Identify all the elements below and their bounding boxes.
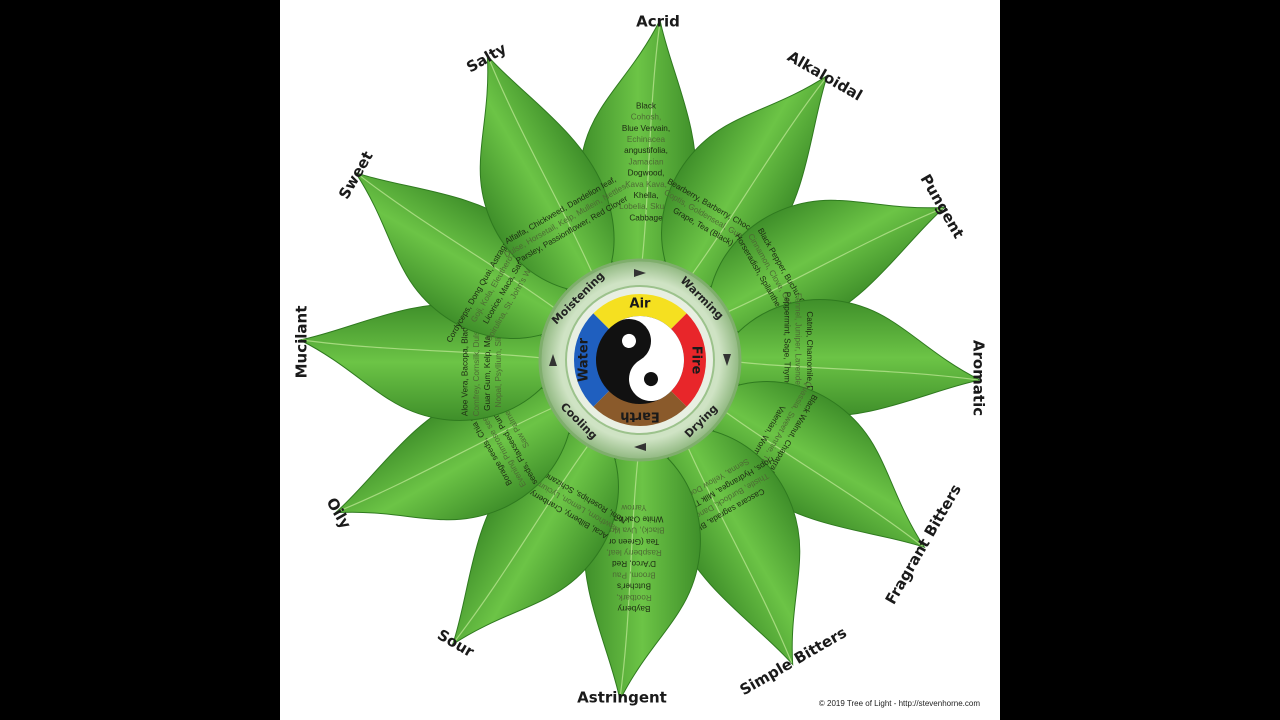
element-label-earth: Earth: [620, 409, 660, 424]
herb-line: Lobelia, Skunk: [619, 202, 674, 211]
leaf-vein-pungent: [709, 207, 943, 321]
taste-label-aromatic: Aromatic: [970, 340, 988, 416]
herb-list-mucilant: Aloe Vera, Bacopa, Bladderwrack,Comfrey,…: [461, 292, 504, 417]
herb-line: Comfrey, Cornsilk, Dulse, Fritillary,: [472, 292, 481, 417]
herb-list-astringent: Bayberry Rootbark, Butcher's Broom, Pau D'Ar…: [604, 503, 665, 613]
herb-line: White Oak bark,: [605, 514, 664, 523]
herb-line: Rootbark,: [616, 593, 652, 602]
herb-line: Tea (Green or: [608, 537, 659, 546]
taste-label-acrid: Acrid: [636, 13, 680, 31]
herb-line: Black: [636, 101, 657, 110]
herb-line: Kava Kava,: [625, 180, 667, 189]
herb-line: Cohosh,: [631, 113, 662, 122]
leaf-vein-fragrant-bitters: [708, 399, 924, 547]
petal-oily: Borage seeds, Chia seeds,Evening Primros…: [334, 376, 573, 521]
leaf-vein-sweet: [356, 173, 572, 321]
yin-yang-icon: [596, 316, 684, 404]
herb-line: Yarrow: [621, 503, 646, 512]
herb-line: Raspberry leaf,: [606, 548, 662, 557]
leaf-vein-salty: [487, 57, 601, 291]
leaf-vein-aromatic: [719, 359, 979, 381]
herb-line: D'Arco, Red: [612, 559, 656, 568]
copyright-notice: © 2019 Tree of Light - http://stevenhorn…: [819, 699, 980, 708]
leaf-vein-acrid: [639, 21, 661, 281]
herb-line: Jamacian: [628, 157, 663, 166]
ring-arrow-icon: [549, 354, 557, 366]
petal-salty: Alfalfa, Chickweed, Dandelion leaf,Dulse…: [479, 54, 630, 293]
leaf-vein-sour: [453, 428, 601, 644]
leaf-vein-alkaloidal: [679, 76, 827, 292]
element-label-fire: Fire: [689, 346, 704, 375]
herb-line: angustifolia,: [624, 146, 668, 155]
herb-line: Aloe Vera, Bacopa, Bladderwrack,: [461, 292, 470, 416]
ring-arrow-icon: [723, 354, 731, 366]
element-label-water: Water: [577, 337, 592, 382]
leaf-vein-astringent: [619, 439, 641, 699]
herb-line: Blue Vervain,: [622, 124, 670, 133]
herb-line: Broom, Pau: [612, 570, 656, 579]
ring-arrow-icon: [634, 443, 646, 451]
ring-arrow-icon: [634, 269, 646, 277]
taste-label-simple-bitters: Simple Bitters: [737, 623, 850, 699]
herb-line: Catnip, Chamomile, Damiana,: [805, 311, 814, 420]
herb-line: Black), Uva Ursi,: [604, 526, 665, 535]
herb-list-aromatic: Catnip, Chamomile, Damiana,Fennel, Junip…: [782, 292, 813, 441]
herb-line: Bayberry: [617, 604, 651, 613]
herb-line: Butcher's: [617, 582, 651, 591]
taste-label-pungent: Pungent: [917, 171, 968, 242]
herb-line: Peppermint, Sage, Thyme, Wood Betony: [782, 292, 791, 441]
leaf-vein-mucilant: [301, 339, 561, 361]
herb-line: Echinacea: [627, 135, 666, 144]
herb-line: Guar Gum, Kelp, Marshmallow,: [483, 297, 492, 411]
herb-line: Cabbage: [629, 213, 663, 222]
herb-line: Dogwood,: [628, 169, 665, 178]
herb-line: Khella,: [633, 191, 658, 200]
taste-label-astringent: Astringent: [577, 689, 667, 707]
herb-line: Nopal, Psyllium, Slippery Elm: [494, 300, 503, 407]
leaf-vein-oily: [337, 399, 571, 513]
taste-label-mucilant: Mucilant: [293, 306, 311, 379]
element-label-air: Air: [630, 297, 652, 312]
leaf-vein-simple-bitters: [679, 429, 793, 663]
herb-line: Fennel, Juniper, Lavender, Lemon balm,: [794, 293, 803, 439]
